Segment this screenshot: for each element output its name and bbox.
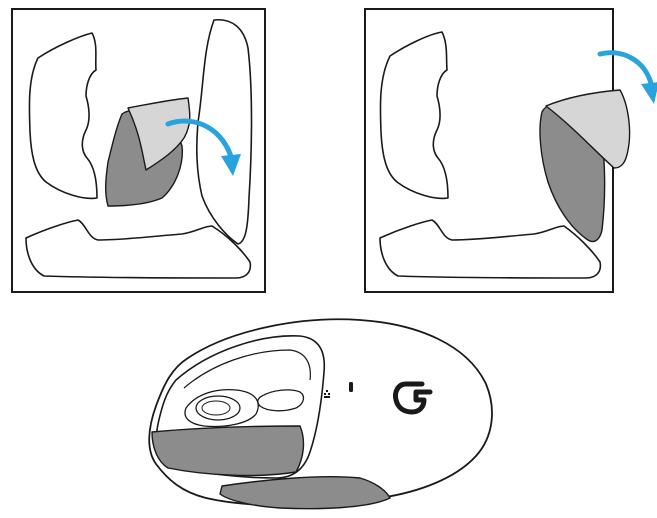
peel-arrow-head [641, 82, 657, 104]
status-led-icon [349, 382, 353, 392]
front-grip [152, 426, 303, 475]
side-grip-left-outline [380, 32, 448, 198]
panel-step-1 [12, 9, 265, 292]
side-grip-left-outline [29, 33, 97, 198]
panel-step-2 [365, 9, 657, 292]
mouse-with-grips [149, 319, 492, 508]
scroll-wheel-inner [202, 401, 230, 415]
